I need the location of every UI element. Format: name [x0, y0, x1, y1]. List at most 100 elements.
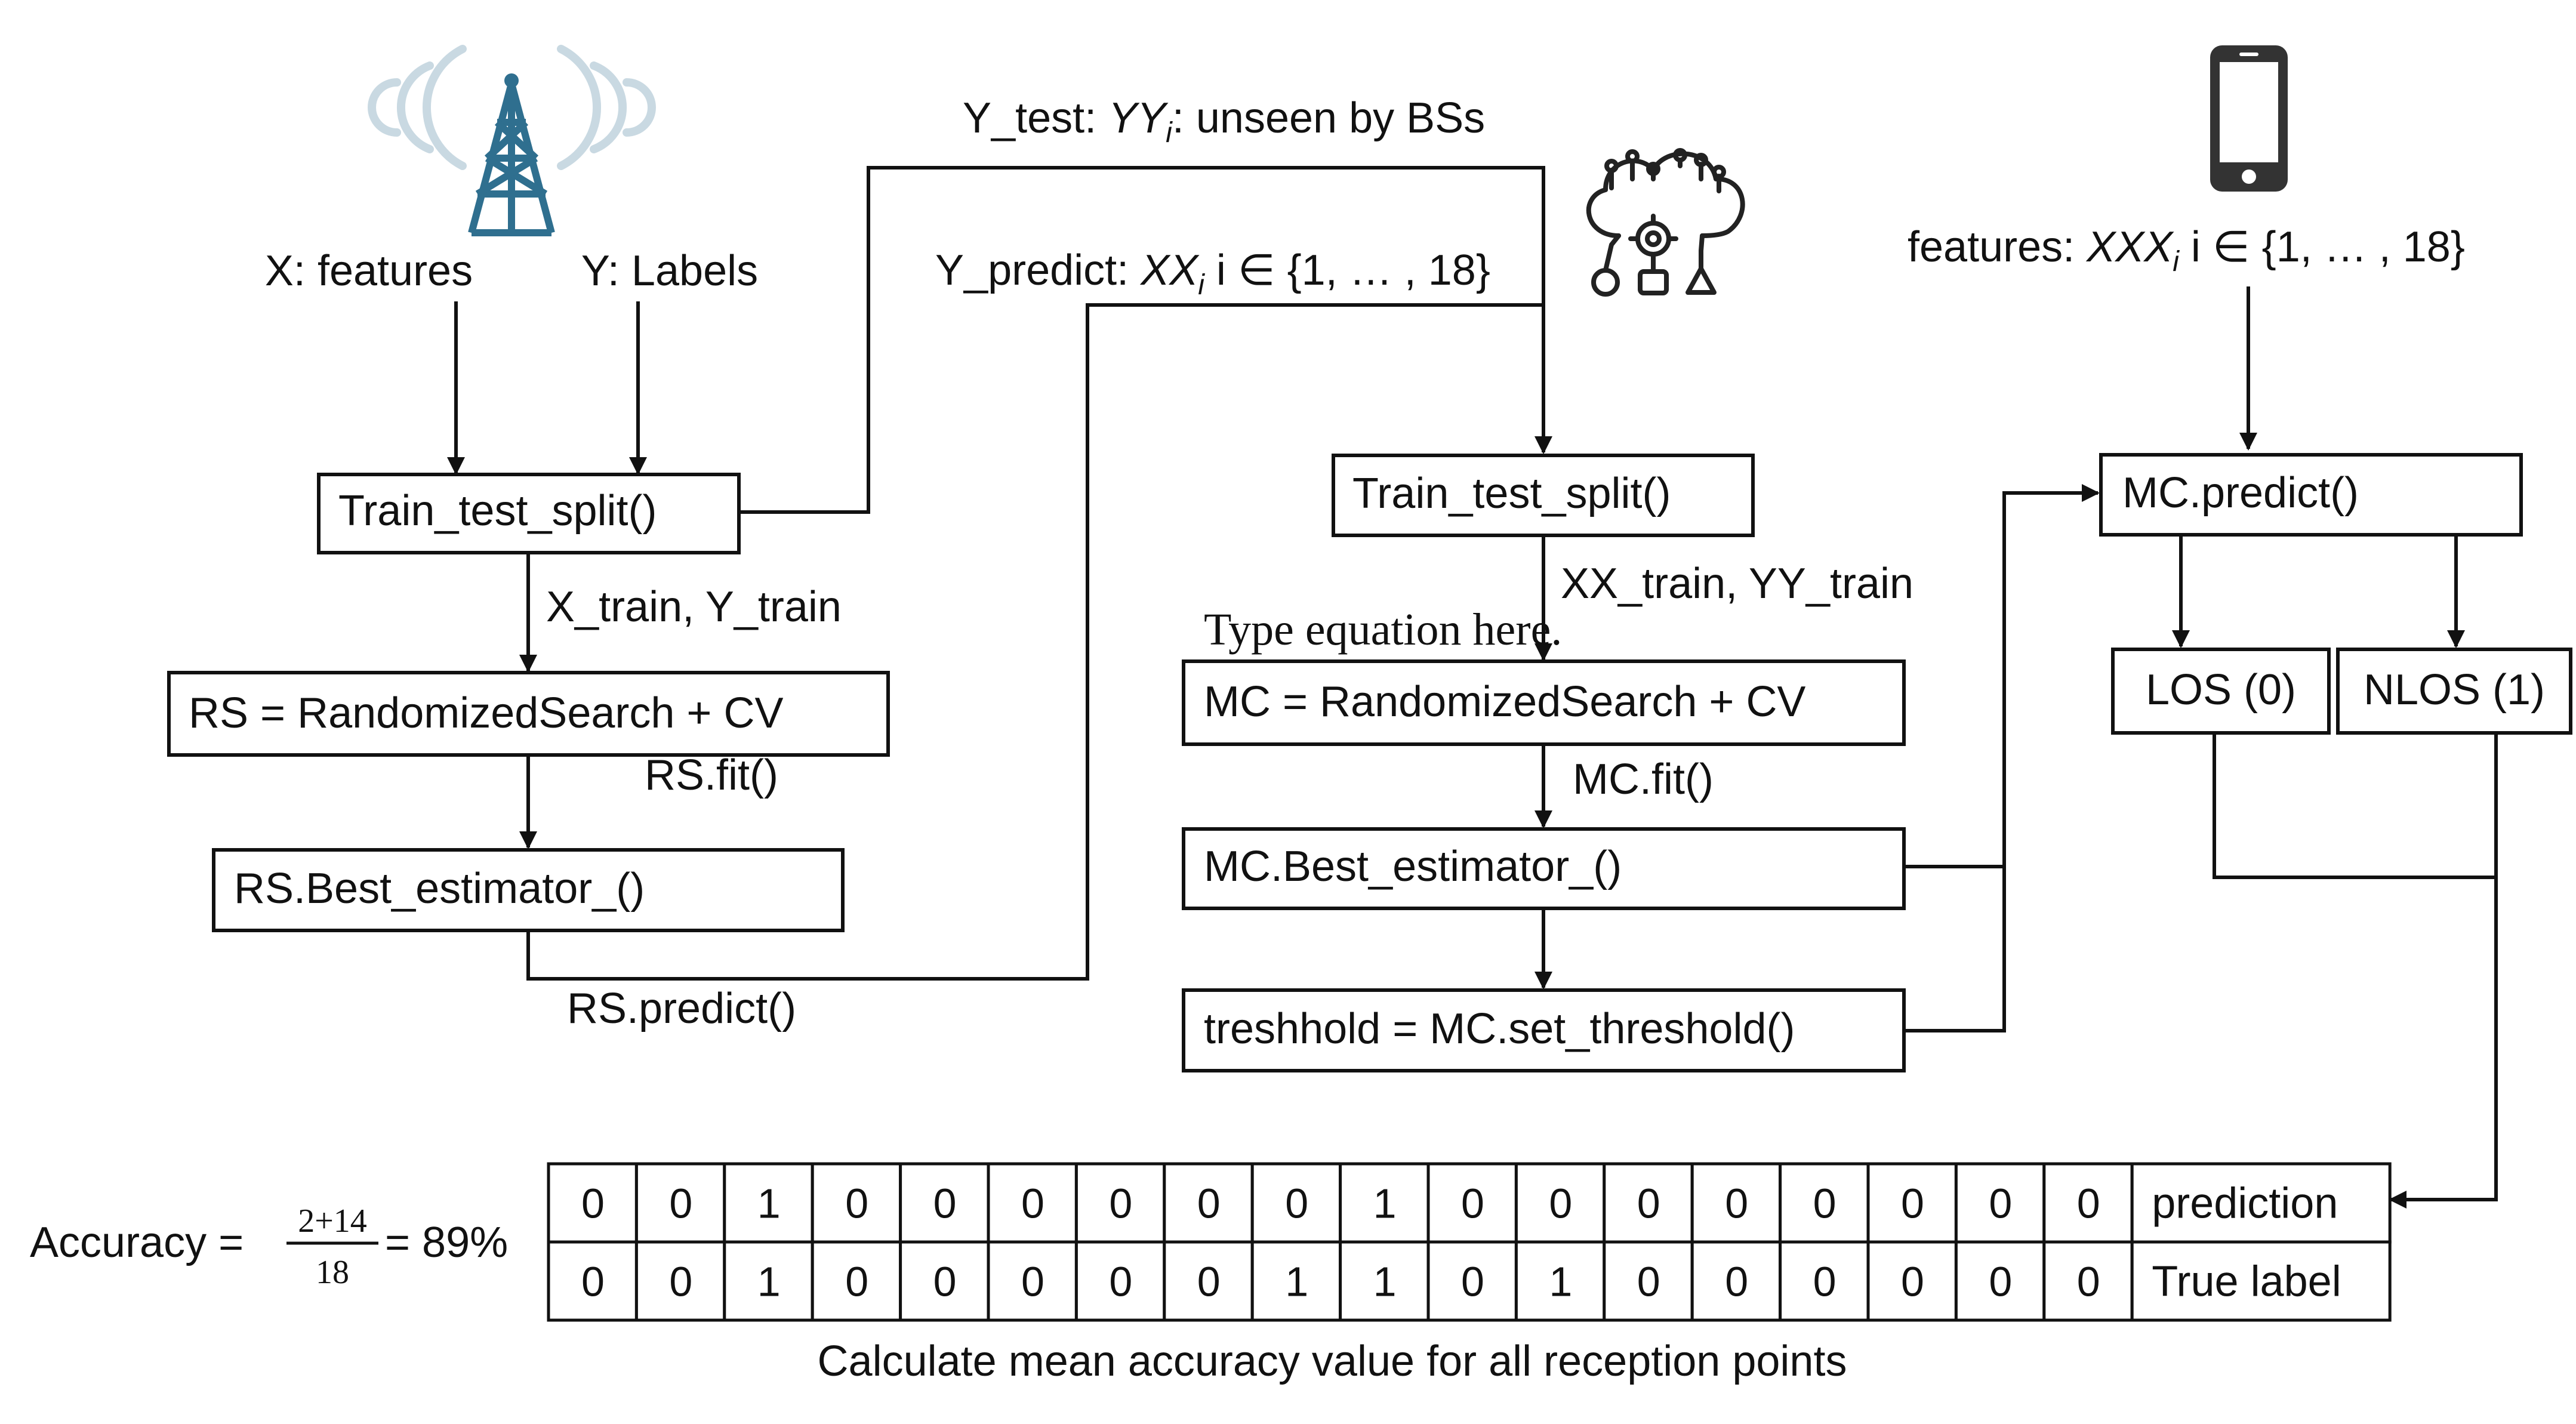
mid-train-label: XX_train, YY_train [1561, 560, 1913, 608]
table-row-label-cell [2130, 1240, 2392, 1322]
table-cell [634, 1162, 726, 1244]
left-rs-box: RS = RandomizedSearch + CV [167, 671, 890, 757]
nlos-box: NLOS (1) [2336, 648, 2572, 735]
table-cell [2042, 1240, 2134, 1322]
right-predict-text: MC.predict() [2122, 469, 2359, 517]
ytest-label: Y_test: YYi: unseen by BSs [963, 94, 1485, 149]
table-cell-value: 0 [1725, 1259, 1748, 1305]
footer-caption: Calculate mean accuracy value for all re… [818, 1337, 1847, 1385]
los-box: LOS (0) [2111, 648, 2331, 735]
mid-best-box: MC.Best_estimator_() [1182, 827, 1906, 910]
table-cell [1514, 1162, 1606, 1244]
features-var: XXX [2085, 223, 2174, 271]
table-cell [1339, 1162, 1430, 1244]
table-cell-value: 0 [845, 1180, 868, 1227]
table-cell-value: 0 [1901, 1180, 1924, 1227]
table-cell-value: 0 [933, 1180, 957, 1227]
table-cell [1603, 1240, 1694, 1322]
left-rs-text: RS = RandomizedSearch + CV [189, 689, 784, 737]
wire-threshold-to-mc-predict [1904, 867, 2006, 1032]
left-split-text: Train_test_split() [338, 487, 657, 535]
table-cell-value: 0 [1197, 1180, 1221, 1227]
type-equation-overlay: Type equation here. [1204, 605, 1562, 655]
table-cell-value: 0 [1109, 1259, 1132, 1305]
table-cell-value: 1 [757, 1259, 781, 1305]
table-cell [899, 1240, 990, 1322]
table-cell [547, 1162, 638, 1244]
table-cell-value: 0 [845, 1259, 868, 1305]
right-predict-box: MC.predict() [2099, 453, 2523, 537]
left-best-text: RS.Best_estimator_() [234, 865, 645, 913]
table-row-label: prediction [2152, 1180, 2338, 1228]
nlos-text: NLOS (1) [2364, 666, 2545, 714]
wire-los-to-merge [2213, 733, 2496, 879]
mid-best-text: MC.Best_estimator_() [1204, 843, 1622, 890]
accuracy-result: = 89% [385, 1219, 508, 1266]
table-cell-value: 0 [2077, 1259, 2100, 1305]
table-cell-value: 0 [1813, 1259, 1837, 1305]
table-cell-value: 0 [1021, 1180, 1044, 1227]
table-cell-value: 0 [1725, 1180, 1748, 1227]
table-cell-value: 0 [1549, 1180, 1572, 1227]
smartphone-icon [2210, 45, 2288, 192]
ypred-set: i ∈ {1, … , 18} [1204, 246, 1490, 294]
mid-fit-label: MC.fit() [1573, 756, 1714, 803]
table-cell-value: 1 [1549, 1259, 1572, 1305]
table-cell-value: 1 [757, 1180, 781, 1227]
table-cell-value: 1 [1285, 1259, 1308, 1305]
mid-threshold-text: treshhold = MC.set_threshold() [1204, 1005, 1795, 1053]
table-cell [1779, 1162, 1870, 1244]
ytest-prefix: Y_test: [963, 94, 1108, 142]
wire-nlos-to-prediction-row [2389, 733, 2498, 1209]
table-cell-value: 0 [1989, 1259, 2012, 1305]
table-cell-value: 0 [2077, 1180, 2100, 1227]
table-cell [1690, 1240, 1782, 1322]
ml-gear-network-icon [1586, 148, 1745, 297]
table-cell-value: 0 [1461, 1259, 1484, 1305]
table-cell-value: 0 [1021, 1259, 1044, 1305]
table-cell [811, 1240, 902, 1322]
table-cell-value: 1 [1373, 1259, 1397, 1305]
table-cell [1866, 1240, 1958, 1322]
table-cell-value: 0 [669, 1259, 692, 1305]
table-cell [987, 1162, 1078, 1244]
features-sub: i [2173, 246, 2180, 278]
table-cell-value: 0 [1637, 1180, 1660, 1227]
ytest-suffix: : unseen by BSs [1172, 94, 1485, 142]
mid-split-box: Train_test_split() [1332, 454, 1755, 537]
table-cell [547, 1240, 638, 1322]
table-cell-value: 0 [933, 1259, 957, 1305]
accuracy-formula: Accuracy = 2+14 18 = 89% [30, 1203, 508, 1291]
connector-lines [447, 166, 2498, 1209]
los-text: LOS (0) [2146, 666, 2296, 714]
table-cell-value: 0 [1109, 1180, 1132, 1227]
table-cell [1250, 1162, 1342, 1244]
ypred-prefix: Y_predict: [935, 246, 1141, 294]
table-cell-value: 0 [1637, 1259, 1660, 1305]
ytest-sub: i [1166, 117, 1173, 149]
table-cell-value: 0 [1813, 1180, 1837, 1227]
wire-best-to-mc-predict [1904, 484, 2100, 868]
y-labels-label: Y: Labels [581, 247, 758, 295]
table-cell-value: 1 [1373, 1180, 1397, 1227]
accuracy-denominator: 18 [316, 1254, 349, 1291]
features-label: features: XXXi i ∈ {1, … , 18} [1908, 223, 2465, 278]
mid-mc-text: MC = RandomizedSearch + CV [1204, 678, 1805, 726]
prediction-table: 0 0 1 0 0 0 0 0 0 1 0 0 0 0 0 0 0 0 prediction 0 0 1 0 0 0 0 0 1 1 0 1… [547, 1162, 2392, 1322]
ypred-sub: i [1198, 269, 1205, 301]
mid-mc-box: MC = RandomizedSearch + CV [1182, 659, 1906, 746]
table-row-label-cell [2130, 1162, 2392, 1244]
table-cell-value: 0 [1901, 1259, 1924, 1305]
mid-threshold-box: treshhold = MC.set_threshold() [1182, 988, 1906, 1072]
ypred-var: XX [1139, 246, 1200, 294]
features-set: i ∈ {1, … , 18} [2179, 223, 2465, 271]
table-cell-value: 0 [581, 1259, 605, 1305]
table-cell [1163, 1240, 1254, 1322]
table-cell [1779, 1240, 1870, 1322]
left-best-box: RS.Best_estimator_() [212, 848, 845, 932]
left-train-label: X_train, Y_train [546, 583, 842, 631]
left-split-box: Train_test_split() [317, 473, 741, 554]
table-cell [987, 1240, 1078, 1322]
